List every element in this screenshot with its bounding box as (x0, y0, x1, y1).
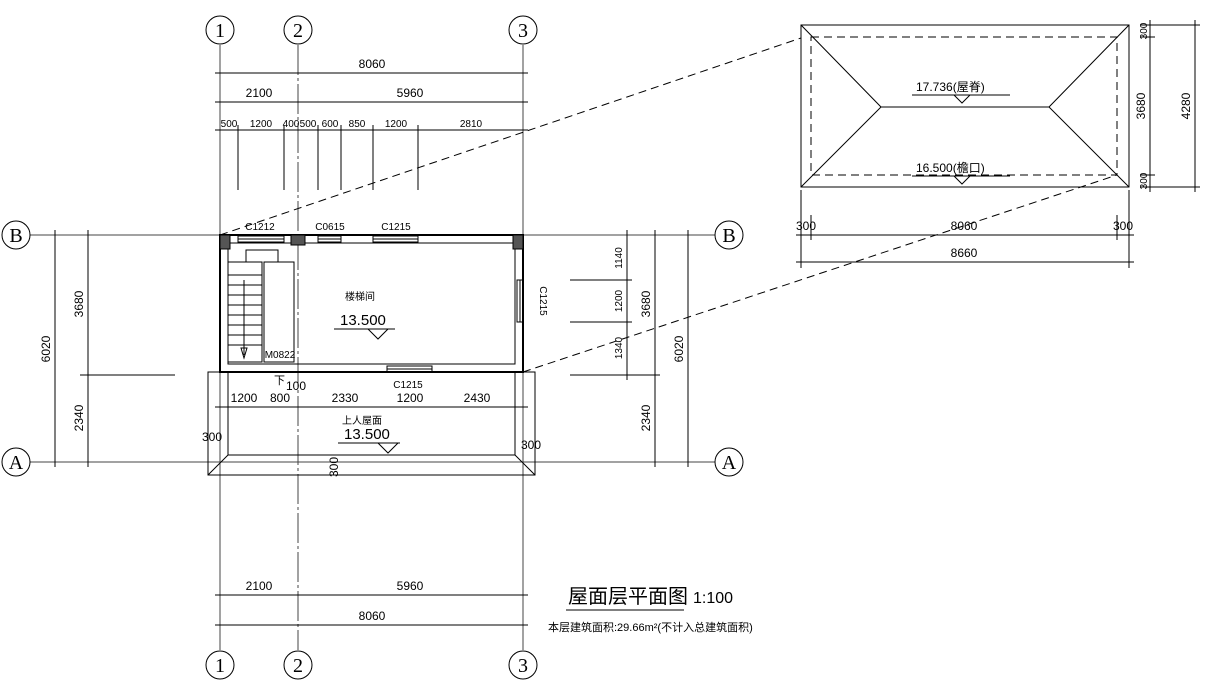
roof-terrace: 1200 800 2330 1200 2430 上人屋面 13.500 300 … (202, 371, 541, 477)
dim-top-total: 8060 (359, 57, 386, 71)
roof-dim: 3680 (1134, 92, 1148, 119)
top-dimensions: 8060 2100 5960 500 1200 400 500 600 850 … (215, 57, 528, 190)
dim-detail: 500 (221, 119, 238, 130)
axis-1-bottom: 1 (215, 655, 225, 677)
dim-detail: 1200 (385, 119, 408, 130)
down-label: 下 (274, 375, 285, 387)
dim-right-window: 1140 (614, 247, 625, 269)
dim-bottom-total: 8060 (359, 609, 386, 623)
terrace-dim: 1200 (397, 391, 424, 405)
axis-bubbles: 1 2 3 1 2 3 B A B A (1, 15, 744, 680)
terrace-bottom-300: 300 (327, 457, 341, 477)
dim-left-lower: 2340 (72, 404, 86, 431)
axis-B-left: B (9, 225, 22, 247)
room-name: 楼梯间 (345, 290, 375, 303)
drawing-title: 屋面层平面图 1:100 本层建筑面积:29.66m²(不计入总建筑面积) (548, 584, 753, 634)
projection-line (219, 37, 802, 236)
dim-detail: 1200 (250, 119, 273, 130)
dim-detail: 500 (300, 119, 317, 130)
roof-detail: 17.736(屋脊) 16.500(檐口) 300 3680 300 4280 … (796, 20, 1200, 268)
room-elevation: 13.500 (340, 312, 386, 329)
roof-dim: 8060 (951, 219, 978, 233)
terrace-elevation: 13.500 (344, 426, 390, 443)
dim-right-window: 1340 (614, 336, 625, 359)
dim-top-b: 5960 (397, 86, 424, 100)
terrace-dim: 800 (270, 391, 290, 405)
axis-2-top: 2 (293, 20, 303, 42)
roof-dim-total: 8660 (951, 246, 978, 260)
dim-detail: 850 (349, 119, 366, 130)
axis-2-bottom: 2 (293, 655, 303, 677)
axis-A-right: A (722, 452, 737, 474)
terrace-left-300: 300 (202, 430, 222, 444)
bottom-dimensions: 2100 5960 8060 (215, 579, 528, 626)
terrace-label: 上人屋面 (342, 415, 382, 427)
roof-dim-total: 4280 (1179, 92, 1193, 119)
dim-right-total: 6020 (672, 335, 686, 362)
window-label-c1215-side: C1215 (537, 286, 548, 316)
right-dimensions: 1140 1200 1340 3680 2340 6020 (570, 230, 689, 467)
title-note: 本层建筑面积:29.66m²(不计入总建筑面积) (548, 620, 753, 634)
projection-line (522, 174, 1118, 373)
dim-detail: 400 (283, 119, 300, 130)
dim-top-a: 2100 (246, 86, 273, 100)
eave-elevation: 16.500(檐口) (916, 161, 985, 175)
dim-left-upper: 3680 (72, 290, 86, 317)
dim-detail: 600 (322, 119, 339, 130)
dim-left-total: 6020 (39, 335, 53, 362)
axis-3-bottom: 3 (518, 655, 528, 677)
window-label-c1212: C1212 (245, 222, 275, 233)
dim-right-upper: 3680 (639, 290, 653, 317)
dim-right-lower: 2340 (639, 404, 653, 431)
axis-B-right: B (722, 225, 735, 247)
left-dimensions: 6020 3680 2340 (39, 230, 175, 467)
terrace-dim: 2330 (332, 391, 359, 405)
dim-right-window: 1200 (614, 289, 625, 312)
step-dim: 100 (286, 379, 306, 393)
ridge-elevation: 17.736(屋脊) (916, 80, 985, 94)
terrace-right-300: 300 (521, 438, 541, 452)
dim-detail: 2810 (460, 119, 483, 130)
window-label-c1215-top: C1215 (381, 222, 411, 233)
roof-dim: 300 (1113, 219, 1133, 233)
axis-1-top: 1 (215, 20, 225, 42)
axis-3-top: 3 (518, 20, 528, 42)
terrace-dim: 1200 (231, 391, 258, 405)
stairwell-building: C1212 C0615 C1215 C1215 C1215 M0822 下 10… (219, 222, 548, 393)
title-scale: 1:100 (693, 590, 733, 607)
axis-A-left: A (9, 452, 24, 474)
door-label-m0822: M0822 (265, 350, 296, 361)
dim-bottom-b: 5960 (397, 579, 424, 593)
terrace-dim: 2430 (464, 391, 491, 405)
window-label-c0615: C0615 (315, 222, 345, 233)
title-name: 屋面层平面图 (568, 584, 688, 608)
roof-dim: 300 (1139, 22, 1150, 39)
roof-dim: 300 (796, 219, 816, 233)
dim-bottom-a: 2100 (246, 579, 273, 593)
window-label-c1215-bottom: C1215 (393, 380, 423, 391)
roof-dim: 300 (1139, 172, 1150, 189)
